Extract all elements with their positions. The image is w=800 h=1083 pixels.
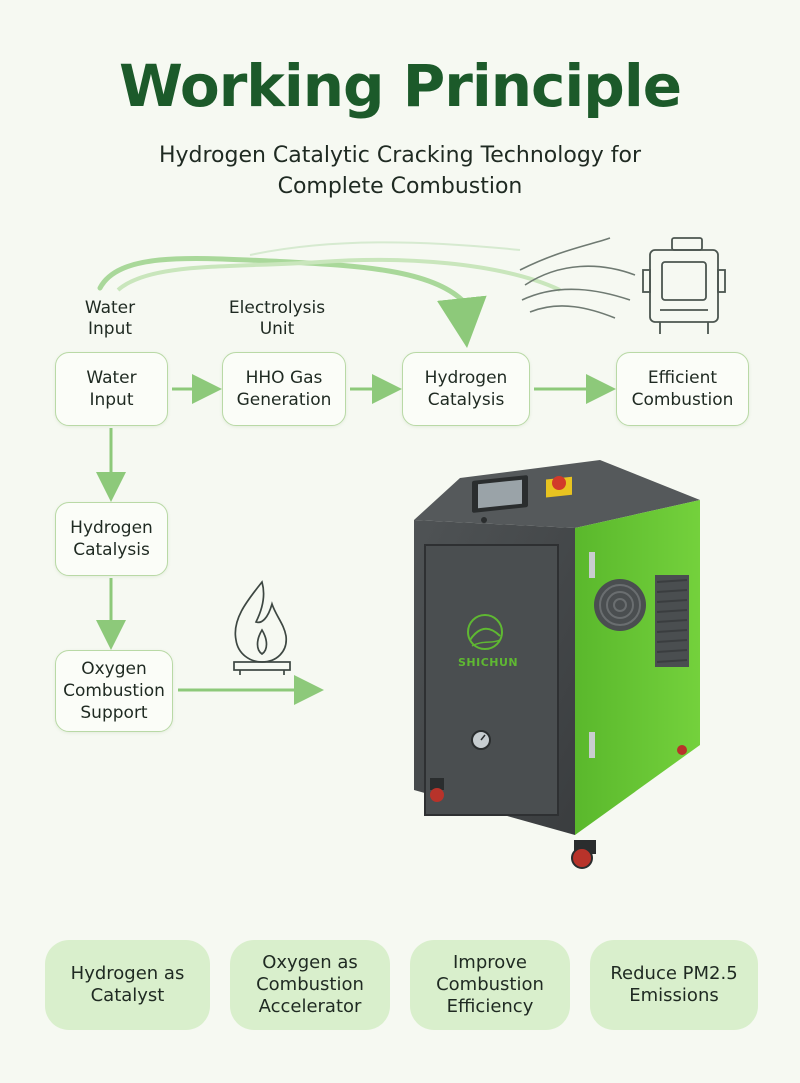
page-title: Working Principle <box>118 52 682 120</box>
node-text: Hydrogen <box>424 368 508 388</box>
shichun-logo <box>467 614 503 650</box>
page-subtitle: Hydrogen Catalytic Cracking Technology f… <box>0 140 800 202</box>
pill-text: Oxygen as <box>262 952 358 973</box>
subtitle-line-1: Hydrogen Catalytic Cracking Technology f… <box>158 143 642 168</box>
label-water-input: Water Input <box>70 298 150 340</box>
label-electrolysis-line-2: Unit <box>259 319 295 339</box>
pill-text: Catalyst <box>90 985 165 1006</box>
pressure-gauge-icon <box>471 730 491 750</box>
pill-text: Emissions <box>629 985 719 1006</box>
pill-text: Efficiency <box>446 996 534 1017</box>
pill-text: Reduce PM2.5 <box>610 963 738 984</box>
pill-text: Accelerator <box>258 996 362 1017</box>
node-text: Combustion <box>631 390 734 410</box>
node-text: Water <box>86 368 137 388</box>
emergency-stop-button <box>546 476 572 498</box>
label-electrolysis-line-1: Electrolysis <box>228 298 326 318</box>
node-text: Input <box>89 390 134 410</box>
label-electrolysis-unit: Electrolysis Unit <box>212 298 342 340</box>
vent-grille <box>655 575 689 667</box>
pill-text: Combustion <box>256 974 364 995</box>
engine-machine-icon <box>642 237 726 334</box>
subtitle-line-2: Complete Combustion <box>277 174 523 199</box>
exhaust-wave-icon <box>519 237 636 319</box>
flame-icon <box>233 580 291 675</box>
machine-brand-label: SHICHUN <box>458 656 519 669</box>
node-text: Generation <box>236 390 332 410</box>
flow-swoosh-arrow <box>97 241 561 348</box>
pill-text: Improve <box>452 952 527 973</box>
pill-text: Combustion <box>436 974 544 995</box>
label-water-input-line-2: Input <box>87 319 133 339</box>
node-text: Combustion <box>63 681 165 701</box>
pill-text: Hydrogen as <box>70 963 185 984</box>
node-text: Support <box>80 703 148 723</box>
node-text: Oxygen <box>81 659 147 679</box>
node-text: Catalysis <box>427 390 505 410</box>
node-text: Catalysis <box>73 540 150 560</box>
hho-machine <box>414 460 700 869</box>
node-text: HHO Gas <box>245 368 323 388</box>
label-water-input-line-1: Water <box>84 298 136 318</box>
node-text: Hydrogen <box>70 518 153 538</box>
node-text: Efficient <box>647 368 718 388</box>
cooling-fan-icon <box>594 579 646 631</box>
caster-wheels <box>430 745 687 869</box>
